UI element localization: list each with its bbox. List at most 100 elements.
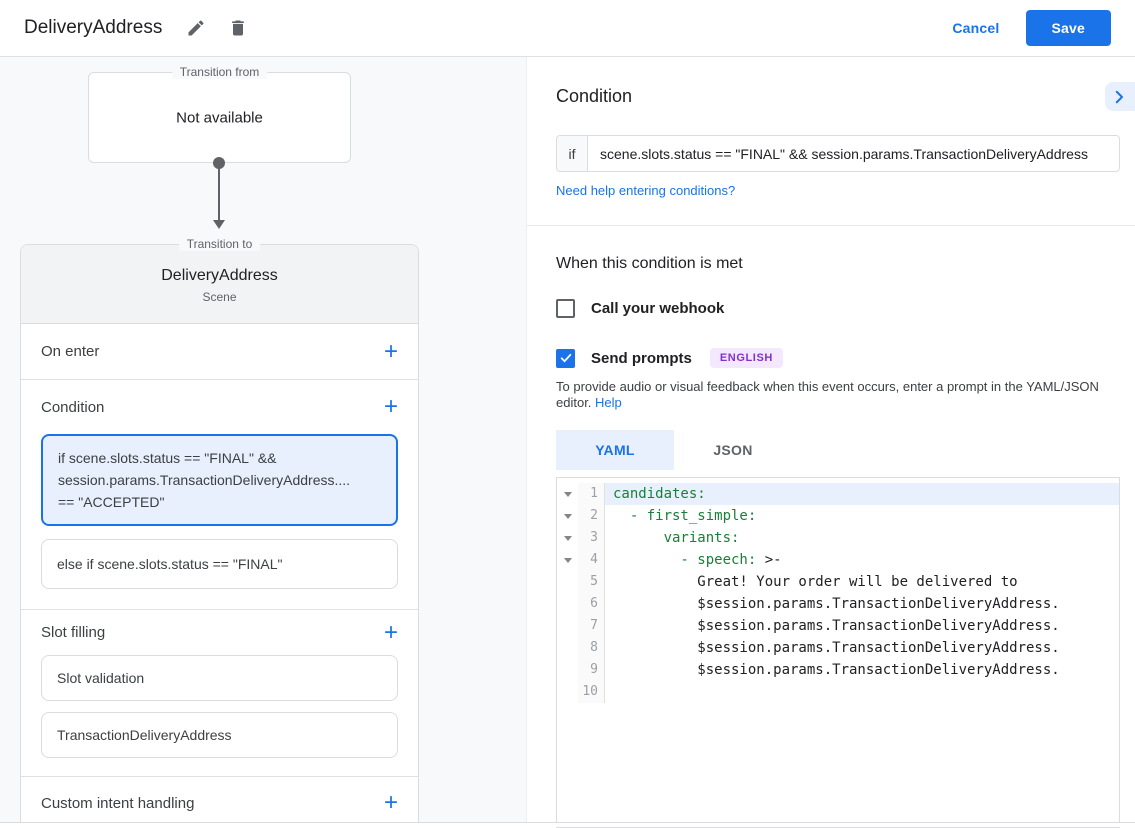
- slot-filling-label: Slot filling: [41, 624, 105, 641]
- save-button[interactable]: Save: [1026, 10, 1112, 46]
- scene-name: DeliveryAddress: [21, 267, 418, 285]
- chevron-right-icon: [1110, 88, 1128, 106]
- line-number: 6: [578, 593, 605, 615]
- transition-from-value: Not available: [89, 109, 350, 126]
- slot-item[interactable]: TransactionDeliveryAddress: [41, 712, 398, 758]
- code-text[interactable]: $session.params.TransactionDeliveryAddre…: [605, 615, 1119, 637]
- connector-arrowhead-icon: [213, 220, 225, 229]
- condition-expression-row: if: [556, 135, 1120, 172]
- webhook-checkbox[interactable]: [556, 299, 575, 318]
- transition-to-card: Transition to DeliveryAddress Scene On e…: [20, 244, 419, 827]
- line-number: 9: [578, 659, 605, 681]
- code-text[interactable]: [605, 681, 1119, 703]
- section-slot-filling: Slot filling +: [21, 610, 418, 655]
- fold-arrow-icon[interactable]: [564, 492, 572, 497]
- transition-from-box: Transition from Not available: [88, 72, 351, 163]
- condition-item-line: else if scene.slots.status == "FINAL": [57, 553, 382, 575]
- prompts-description: To provide audio or visual feedback when…: [556, 379, 1122, 411]
- code-text[interactable]: - speech: >-: [605, 549, 1119, 571]
- when-met-heading: When this condition is met: [556, 255, 743, 273]
- line-number: 2: [578, 505, 605, 527]
- condition-item[interactable]: else if scene.slots.status == "FINAL": [41, 539, 398, 589]
- code-line: 9 $session.params.TransactionDeliveryAdd…: [557, 659, 1119, 681]
- divider: [527, 225, 1135, 226]
- delete-icon[interactable]: [228, 18, 248, 38]
- code-line: 6 $session.params.TransactionDeliveryAdd…: [557, 593, 1119, 615]
- add-condition-button[interactable]: +: [384, 397, 398, 417]
- send-prompts-checkbox[interactable]: [556, 349, 575, 368]
- condition-item-list: if scene.slots.status == "FINAL" &&sessi…: [21, 434, 418, 589]
- slot-item[interactable]: Slot validation: [41, 655, 398, 701]
- code-text[interactable]: $session.params.TransactionDeliveryAddre…: [605, 637, 1119, 659]
- code-line: 2 - first_simple:: [557, 505, 1119, 527]
- conditions-help-link[interactable]: Need help entering conditions?: [556, 183, 735, 198]
- condition-heading: Condition: [556, 86, 632, 107]
- condition-item-line: == "ACCEPTED": [58, 491, 381, 513]
- tab-json[interactable]: JSON: [674, 430, 792, 470]
- page-title: DeliveryAddress: [24, 17, 162, 39]
- language-badge: ENGLISH: [710, 348, 783, 368]
- fold-column: [557, 637, 578, 659]
- fold-arrow-icon[interactable]: [564, 536, 572, 541]
- section-condition: Condition +: [21, 380, 418, 434]
- code-text[interactable]: candidates:: [605, 483, 1119, 505]
- section-on-enter: On enter +: [21, 324, 418, 379]
- code-line: 4 - speech: >-: [557, 549, 1119, 571]
- code-line: 7 $session.params.TransactionDeliveryAdd…: [557, 615, 1119, 637]
- fold-column: [557, 527, 578, 549]
- checkmark-icon: [559, 351, 573, 365]
- bottom-strip: [0, 822, 1135, 827]
- line-number: 5: [578, 571, 605, 593]
- line-number: 7: [578, 615, 605, 637]
- fold-column: [557, 483, 578, 505]
- transition-to-label: Transition to: [179, 237, 261, 251]
- code-line: 3 variants:: [557, 527, 1119, 549]
- add-custom-intent-button[interactable]: +: [384, 793, 398, 813]
- cancel-button[interactable]: Cancel: [952, 20, 999, 36]
- collapse-panel-button[interactable]: [1105, 82, 1135, 111]
- scene-flow-panel: Transition from Not available Transition…: [0, 57, 527, 827]
- fold-arrow-icon[interactable]: [564, 558, 572, 563]
- add-slot-button[interactable]: +: [384, 623, 398, 643]
- code-line: 5 Great! Your order will be delivered to: [557, 571, 1119, 593]
- line-number: 3: [578, 527, 605, 549]
- code-text[interactable]: variants:: [605, 527, 1119, 549]
- prompts-help-link[interactable]: Help: [595, 395, 622, 410]
- fold-column: [557, 615, 578, 637]
- code-line: 8 $session.params.TransactionDeliveryAdd…: [557, 637, 1119, 659]
- condition-expression-input[interactable]: [588, 136, 1119, 171]
- transition-from-label: Transition from: [172, 65, 268, 79]
- condition-item-line: session.params.TransactionDeliveryAddres…: [58, 469, 381, 491]
- condition-item-selected[interactable]: if scene.slots.status == "FINAL" &&sessi…: [41, 434, 398, 526]
- send-prompts-label: Send prompts: [591, 350, 692, 367]
- fold-arrow-icon[interactable]: [564, 514, 572, 519]
- section-custom-intent: Custom intent handling +: [21, 777, 418, 827]
- scene-card-header: DeliveryAddress Scene: [21, 245, 418, 324]
- line-number: 4: [578, 549, 605, 571]
- code-text[interactable]: $session.params.TransactionDeliveryAddre…: [605, 593, 1119, 615]
- on-enter-label: On enter: [41, 343, 99, 360]
- condition-item-line: if scene.slots.status == "FINAL" &&: [58, 447, 381, 469]
- prompts-description-text: To provide audio or visual feedback when…: [556, 379, 1099, 410]
- if-prefix: if: [557, 136, 588, 171]
- line-number: 1: [578, 483, 605, 505]
- condition-label: Condition: [41, 399, 104, 416]
- condition-detail-panel: Condition if Need help entering conditio…: [527, 57, 1135, 827]
- connector-line: [218, 163, 220, 221]
- prompts-option-row: Send prompts ENGLISH: [556, 348, 783, 368]
- app-header: DeliveryAddress Cancel Save: [0, 0, 1135, 57]
- custom-intent-label: Custom intent handling: [41, 795, 194, 812]
- code-text[interactable]: - first_simple:: [605, 505, 1119, 527]
- fold-column: [557, 505, 578, 527]
- code-text[interactable]: $session.params.TransactionDeliveryAddre…: [605, 659, 1119, 681]
- tab-yaml[interactable]: YAML: [556, 430, 674, 470]
- fold-column: [557, 549, 578, 571]
- add-on-enter-button[interactable]: +: [384, 342, 398, 362]
- code-text[interactable]: Great! Your order will be delivered to: [605, 571, 1119, 593]
- webhook-option-row: Call your webhook: [556, 299, 724, 318]
- edit-icon[interactable]: [186, 18, 206, 38]
